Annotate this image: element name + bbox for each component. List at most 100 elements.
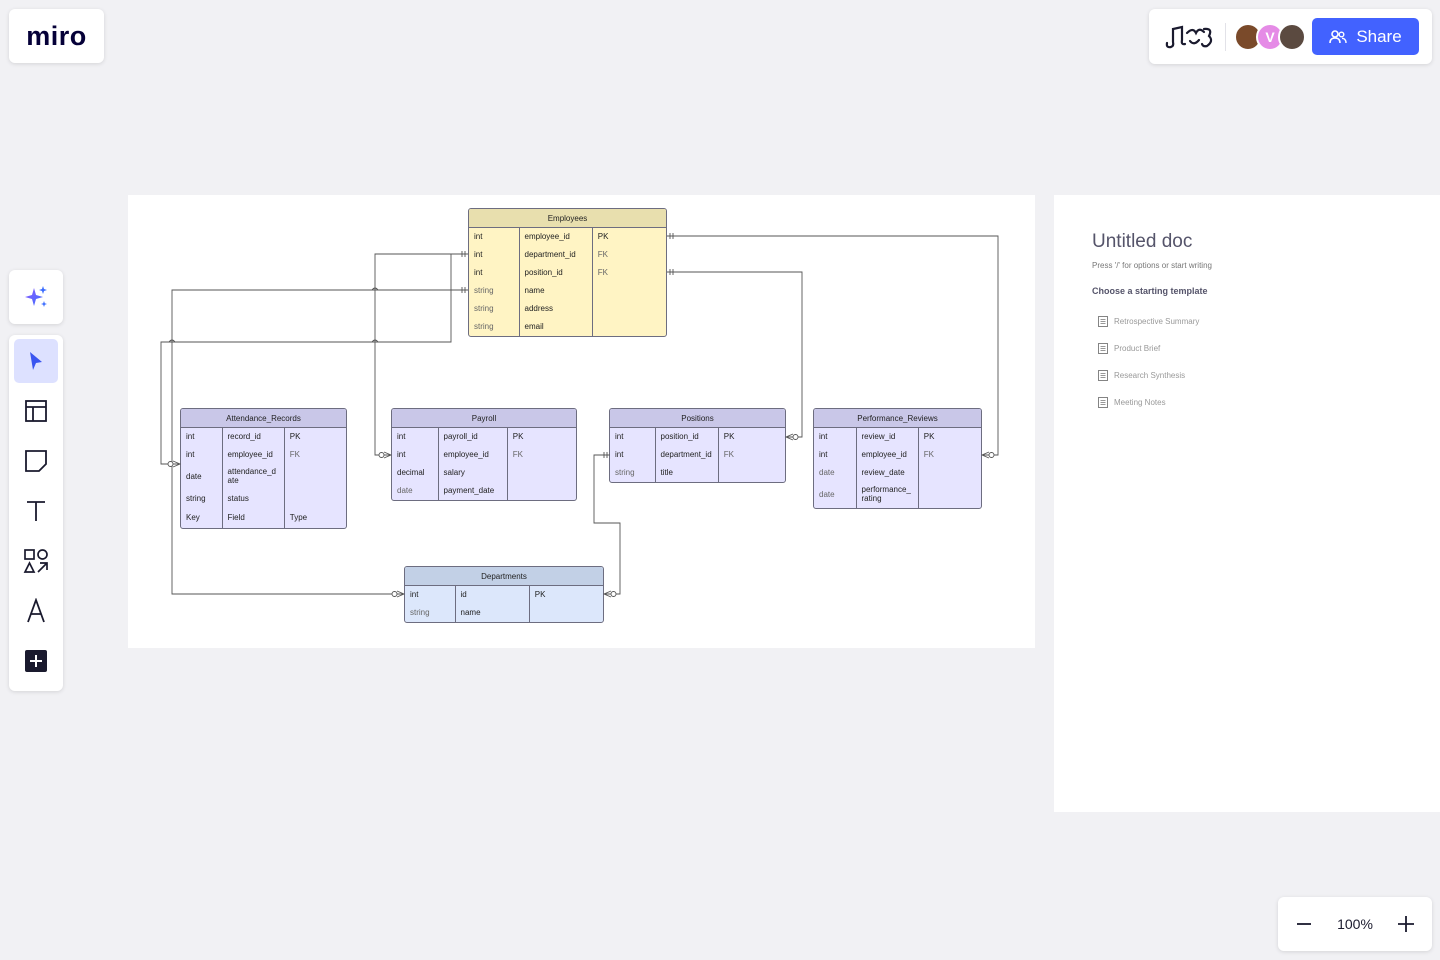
template-item[interactable]: Research Synthesis [1098,362,1440,389]
template-label: Meeting Notes [1114,398,1166,407]
er-table-title: Departments [405,567,603,586]
select-tool[interactable] [14,339,58,383]
doc-panel[interactable]: Untitled doc Press '/' for options or st… [1054,195,1440,812]
er-cell-type: date [186,471,202,481]
er-cell-key: FK [591,246,666,264]
er-cell-field: payment_date [437,482,507,500]
er-cell-type: string [474,321,494,331]
er-cell-key: FK [283,446,346,464]
layout-icon [25,400,47,422]
er-cell-field: performance_ rating [855,482,918,508]
sticky-note-tool[interactable] [14,439,58,483]
er-cell-key: PK [917,428,981,446]
er-cell-field: Field [221,508,284,528]
er-cell-key [528,604,603,622]
er-cell-key: FK [917,446,981,464]
emoji-reactions-icon[interactable] [1163,22,1215,52]
er-cell-field: employee_id [518,228,592,246]
er-cell-type: string [615,467,635,477]
er-cell-field: payroll_id [437,428,507,446]
templates-tool[interactable] [14,389,58,433]
er-cell-field: department_id [654,446,718,464]
er-cell-key [283,464,346,490]
er-row: date attendance_d ate [181,464,346,490]
pen-tool[interactable] [14,589,58,633]
er-cell-type: date [397,485,413,495]
er-cell-key: FK [506,446,576,464]
er-row: date payment_date [392,482,576,500]
er-table-title: Payroll [392,409,576,428]
er-cell-key: FK [717,446,785,464]
er-cell-type: int [186,431,195,441]
er-cell-key [591,282,666,300]
er-cell-key [717,464,785,482]
er-cell-type: string [410,607,430,617]
miro-logo[interactable]: miro [9,9,104,63]
add-tool[interactable] [14,639,58,683]
zoom-level[interactable]: 100% [1337,916,1373,932]
template-label: Product Brief [1114,344,1161,353]
er-cell-field: review_date [855,464,918,482]
er-cell-key [917,482,981,508]
template-item[interactable]: Product Brief [1098,335,1440,362]
text-icon [27,501,45,521]
zoom-in-button[interactable] [1396,914,1416,934]
template-label: Retrospective Summary [1114,317,1200,326]
er-cell-field: position_id [518,264,592,282]
cursor-icon [30,352,42,370]
ai-assist-button[interactable] [9,270,63,324]
er-cell-key [591,318,666,336]
er-cell-type: string [474,303,494,313]
er-cell-key: FK [591,264,666,282]
document-icon [1098,316,1108,327]
document-icon [1098,343,1108,354]
er-cell-type: int [615,449,624,459]
er-cell-key: PK [528,586,603,604]
collaboration-bar: V Share [1149,9,1432,64]
er-table-title: Positions [610,409,785,428]
template-item[interactable]: Retrospective Summary [1098,308,1440,335]
er-cell-field: email [518,318,592,336]
minus-icon [1297,923,1311,925]
users-icon [1329,29,1348,43]
er-cell-field: employee_id [221,446,284,464]
er-table-title: Attendance_Records [181,409,346,428]
text-tool[interactable] [14,489,58,533]
er-cell-key [591,300,666,318]
er-cell-type: date [819,489,835,499]
er-cell-field: status [221,490,284,508]
shapes-icon [23,549,48,573]
logo-text: miro [26,20,87,51]
document-icon [1098,370,1108,381]
avatar[interactable]: V [1256,22,1284,51]
zoom-out-button[interactable] [1294,914,1314,934]
share-button[interactable]: Share [1312,18,1419,55]
er-cell-field: name [454,604,529,622]
avatar[interactable] [1278,22,1306,51]
er-cell-field: attendance_d ate [221,464,284,490]
er-cell-field: department_id [518,246,592,264]
er-cell-field: review_id [855,428,918,446]
document-icon [1098,397,1108,408]
doc-title[interactable]: Untitled doc [1092,231,1193,252]
pen-icon [27,598,45,623]
shapes-tool[interactable] [14,539,58,583]
er-cell-key: PK [283,428,346,446]
template-item[interactable]: Meeting Notes [1098,389,1440,416]
